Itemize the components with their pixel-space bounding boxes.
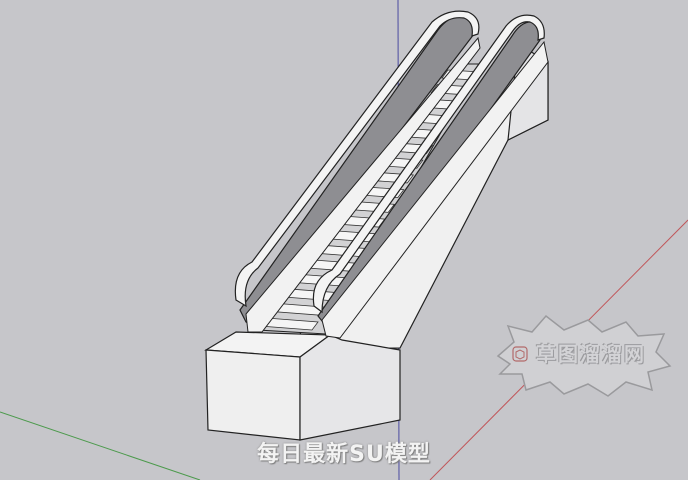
brand-logo-badge bbox=[496, 314, 672, 397]
green-axis bbox=[0, 411, 201, 480]
right-handrail bbox=[312, 14, 545, 314]
sketchup-cube-icon bbox=[512, 346, 528, 362]
left-skirt bbox=[245, 36, 481, 333]
left-handrail bbox=[234, 10, 480, 308]
right-skirt bbox=[321, 40, 549, 339]
base-box-front bbox=[205, 349, 301, 441]
brand-logo-text: 草图溜溜网 bbox=[536, 342, 646, 366]
base-box-side bbox=[299, 334, 401, 441]
watermark-caption: 每日最新SU模型 bbox=[257, 442, 431, 467]
